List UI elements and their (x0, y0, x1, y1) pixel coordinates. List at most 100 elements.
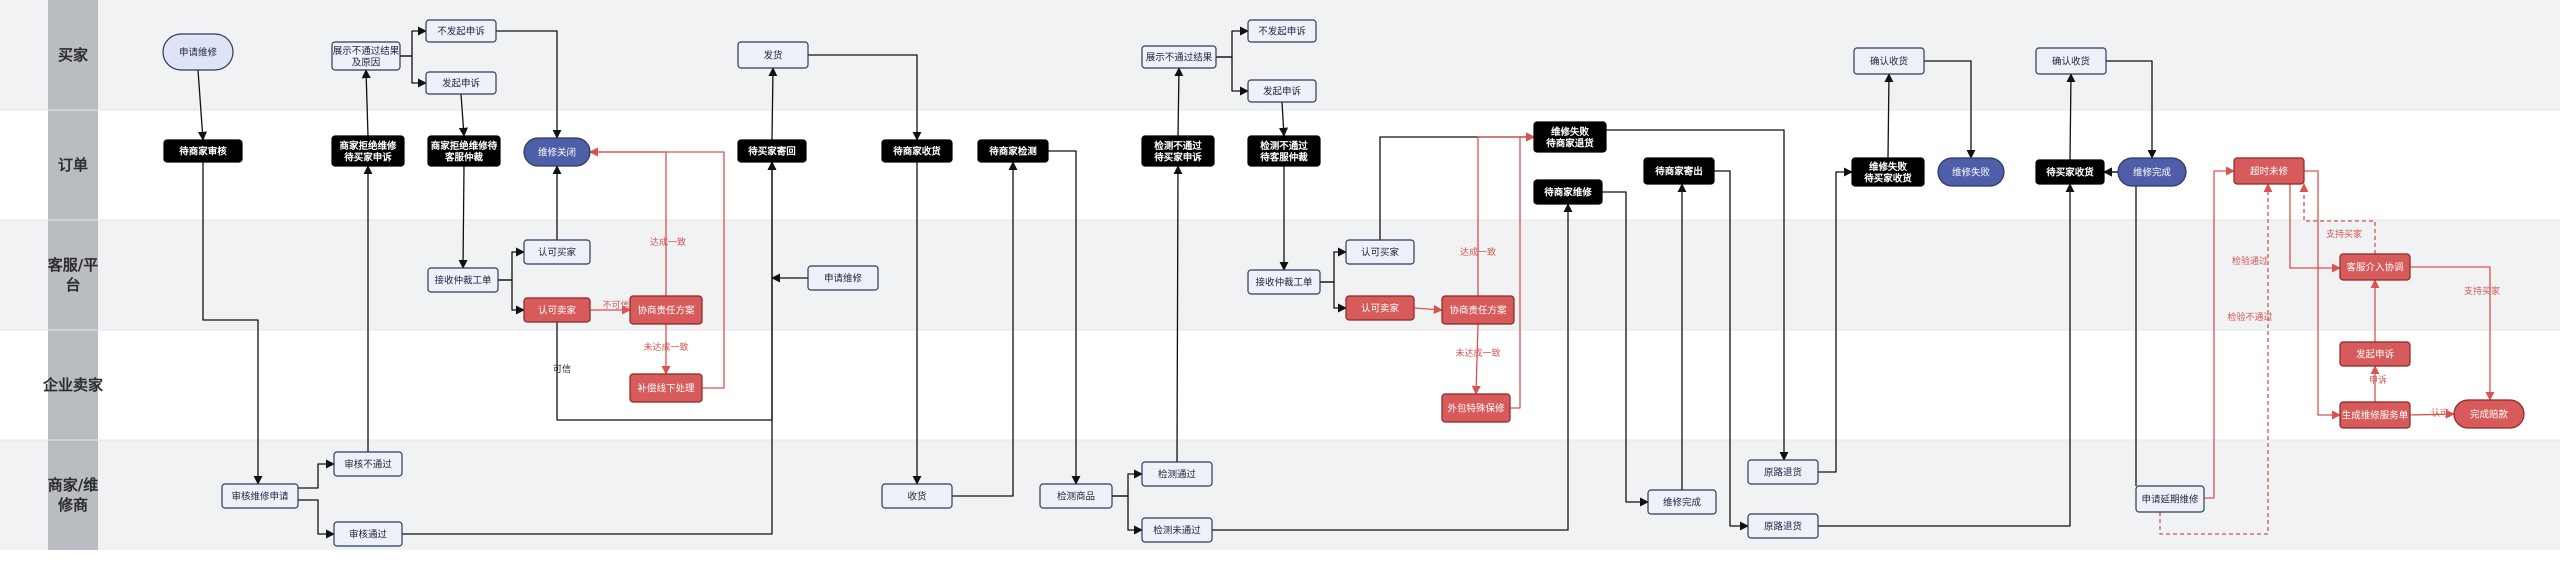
node-done[interactable]: 维修完成 (2117, 157, 2187, 187)
node-shape (162, 33, 234, 71)
node-approve-buyer[interactable]: 认可买家 (523, 239, 591, 265)
node-label: 确认收货 (1870, 56, 1908, 68)
node-recv-order[interactable]: 接收仲裁工单 (427, 267, 499, 293)
node-wait-fix[interactable]: 待商家维修 (1533, 179, 1603, 205)
node-mediate2[interactable]: 协商责任方案 (1441, 295, 1515, 325)
node-label: 待买家收货 (2046, 167, 2094, 179)
node-shape (2117, 157, 2187, 187)
node-show-fail[interactable]: 展示不通过结果 (1141, 45, 1217, 69)
edge-refused-cs-to-recv (458, 165, 468, 269)
node-closed[interactable]: 维修关闭 (523, 137, 591, 167)
node-raise[interactable]: 发起申诉 (2339, 341, 2411, 367)
edge-mediate2-to-resolve (1477, 132, 1535, 296)
node-review-apply[interactable]: 审核维修申请 (221, 483, 299, 509)
node-pass[interactable]: 审核通过 (333, 521, 403, 547)
node-return-ship[interactable]: 原路退货 (1747, 459, 1819, 485)
node-inspect[interactable]: 检测商品 (1039, 483, 1113, 509)
node-label: 检测不通过 (1260, 140, 1308, 152)
node-ship[interactable]: 发货 (737, 41, 809, 69)
node-approve-seller[interactable]: 认可卖家 (523, 297, 591, 323)
node-shape (977, 139, 1049, 163)
node-mediate[interactable]: 协商责任方案 (629, 295, 703, 325)
edge-return-to-wait-buyer-recv (1818, 167, 1853, 473)
connector-label: 检验通过 (2232, 255, 2268, 267)
node-shape (881, 139, 953, 163)
node-fail-end[interactable]: 维修失败 (1937, 157, 2005, 187)
node-reject[interactable]: 审核不通过 (333, 451, 403, 477)
edge-overdue-to-intervene (2289, 184, 2341, 273)
node-wait-buyer-recv2[interactable]: 待买家收货 (2035, 159, 2105, 185)
node-wait-ship2[interactable]: 待商家寄出 (1643, 157, 1715, 185)
edge-wait-inspect-to-inspect (1048, 150, 1081, 485)
node-label: 待买家收货 (1864, 172, 1912, 184)
node-confirm-recv2[interactable]: 确认收货 (2035, 47, 2107, 75)
node-shape (427, 267, 499, 293)
node-wait-recv[interactable]: 待商家收货 (881, 139, 953, 163)
node-shape (629, 295, 703, 325)
node-gen-refund[interactable]: 生成维修服务单 (2339, 401, 2411, 429)
edge-wait-buyer-recv2-to-confirm2 (2066, 73, 2076, 161)
node-label: 发起申诉 (442, 78, 481, 90)
node-label: 认可卖家 (538, 305, 577, 317)
node-inspect-pass[interactable]: 检测通过 (1141, 461, 1213, 487)
node-shape (2339, 253, 2411, 281)
node-shape (1039, 483, 1113, 509)
node-no-appeal[interactable]: 不发起申诉 (425, 19, 497, 43)
node-label: 原路退货 (1764, 521, 1802, 533)
connector-labels: 达成一致不可信未达成一致可信达成一致未达成一致支持买家检验通过检验不通过支持买家… (553, 228, 2500, 419)
edge-wait-ship-to-ship (768, 67, 778, 141)
node-label: 待商家退货 (1546, 137, 1594, 149)
node-shape (1247, 269, 1321, 295)
lane-order-header (48, 110, 98, 220)
edge-wait-buyer-recv-to-confirm (1884, 73, 1894, 159)
node-shape (737, 41, 809, 69)
node-shape (2035, 159, 2105, 185)
node-approve-seller2[interactable]: 认可卖家 (1345, 295, 1415, 321)
node-fix-done[interactable]: 维修完成 (1647, 489, 1717, 515)
node-intervene[interactable]: 客服介入协调 (2339, 253, 2411, 281)
node-label: 检测商品 (1057, 491, 1095, 503)
node-shape (523, 239, 591, 265)
node-no-appeal2[interactable]: 不发起申诉 (1247, 19, 1317, 43)
node-apply-repair[interactable]: 申请维修 (807, 265, 879, 291)
node-shape (425, 71, 497, 95)
lane-merchant-label: 商家/维 (48, 476, 98, 494)
node-inspect-fail[interactable]: 检测未通过 (1141, 517, 1213, 543)
node-outsource[interactable]: 外包特殊保修 (1441, 393, 1511, 423)
edge-timeout-to-overdue (2204, 166, 2235, 499)
node-return-ship2[interactable]: 原路退货 (1747, 513, 1819, 539)
node-label: 客服介入协调 (2346, 262, 2403, 274)
node-shape (1247, 135, 1321, 167)
node-shape (1441, 295, 1515, 325)
node-wait-review[interactable]: 待商家审核 (163, 139, 243, 163)
node-approve-buyer2[interactable]: 认可买家 (1345, 239, 1415, 265)
node-confirm-recv[interactable]: 确认收货 (1853, 47, 1925, 75)
node-recv-order2[interactable]: 接收仲裁工单 (1247, 269, 1321, 295)
node-appeal2[interactable]: 发起申诉 (1247, 79, 1317, 103)
connector-label: 达成一致 (650, 236, 686, 248)
edge-ship-to-wait-recv (808, 54, 922, 141)
connector-label: 可信 (553, 363, 571, 375)
node-label: 审核不通过 (344, 459, 392, 471)
edge-gen-refund-to-complete (2409, 409, 2455, 419)
node-label: 接收仲裁工单 (1255, 277, 1313, 289)
node-recv[interactable]: 收货 (881, 483, 953, 509)
node-timeout[interactable]: 申请延期维修 (2135, 485, 2205, 513)
node-overdue[interactable]: 超时未修 (2233, 157, 2305, 185)
node-complete-refund[interactable]: 完成赔款 (2453, 399, 2525, 429)
node-apply[interactable]: 申请维修 (162, 33, 234, 71)
node-wait-inspect[interactable]: 待商家检测 (977, 139, 1049, 163)
node-label: 待商家收货 (893, 146, 941, 158)
edge-intervene-to-overdue (2299, 183, 2376, 254)
node-offline[interactable]: 补偿线下处理 (629, 373, 703, 403)
node-shape (221, 483, 299, 509)
node-appeal[interactable]: 发起申诉 (425, 71, 497, 95)
node-wait-ship[interactable]: 待买家寄回 (737, 139, 807, 163)
